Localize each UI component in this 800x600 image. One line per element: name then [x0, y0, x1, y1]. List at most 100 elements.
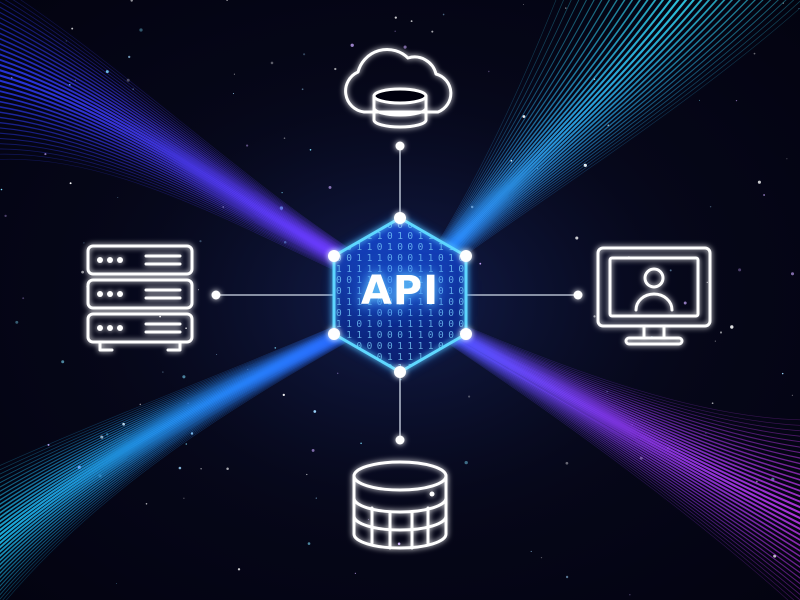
binary-digit: 1: [377, 264, 383, 275]
binary-digit: 0: [407, 242, 413, 253]
binary-digit: 1: [438, 242, 444, 253]
star: [593, 315, 596, 318]
binary-digit: 0: [448, 275, 454, 286]
star: [139, 403, 142, 406]
star: [699, 99, 700, 101]
binary-digit: 0: [387, 297, 393, 308]
star: [159, 315, 161, 318]
star: [185, 327, 187, 330]
binary-digit: 1: [346, 330, 352, 341]
binary-digit: 1: [418, 253, 424, 264]
binary-digit: 1: [387, 352, 393, 363]
binary-digit: 0: [438, 275, 444, 286]
light-strand: [0, 313, 396, 596]
binary-digit: 0: [438, 253, 444, 264]
binary-digit: 1: [346, 319, 352, 330]
star: [397, 542, 401, 546]
binary-digit: 1: [346, 286, 352, 297]
binary-digit: 0: [336, 286, 342, 297]
binary-digit: 1: [428, 286, 434, 297]
binary-digit: 1: [418, 308, 424, 319]
binary-digit: 1: [356, 308, 362, 319]
binary-digit: 0: [458, 264, 464, 275]
binary-digit: 1: [397, 319, 403, 330]
star: [128, 55, 131, 59]
connector-lines: [216, 146, 578, 440]
binary-digit: 1: [448, 286, 454, 297]
star: [0, 188, 3, 191]
binary-digit: 0: [387, 220, 393, 231]
star: [216, 354, 218, 355]
binary-digit: 0: [428, 330, 434, 341]
endpoint-top: [395, 141, 405, 151]
binary-digit: 1: [346, 308, 352, 319]
binary-digit: 1: [397, 352, 403, 363]
star: [468, 395, 471, 398]
binary-digit: 1: [428, 308, 434, 319]
light-strand: [404, 313, 800, 596]
binary-digit: 0: [346, 275, 352, 286]
binary-digit: 1: [367, 275, 373, 286]
light-strand: [404, 311, 800, 579]
binary-digit: 0: [387, 330, 393, 341]
light-strand: [0, 313, 396, 600]
binary-digit: 0: [377, 297, 383, 308]
star: [629, 594, 631, 596]
binary-digit: 1: [448, 264, 454, 275]
api-label: API: [360, 268, 440, 314]
light-strand: [12, 0, 401, 281]
binary-digit: 1: [367, 264, 373, 275]
star: [226, 0, 229, 1]
binary-digit: 1: [448, 253, 454, 264]
star: [313, 410, 317, 413]
star: [306, 473, 308, 476]
binary-digit: 0: [448, 297, 454, 308]
star: [400, 379, 402, 381]
binary-digit: 0: [377, 319, 383, 330]
binary-digit: 0: [397, 264, 403, 275]
light-strand: [404, 314, 795, 600]
binary-digit: 1: [356, 264, 362, 275]
star: [281, 191, 283, 194]
binary-digit: 0: [356, 341, 362, 352]
star: [301, 88, 304, 91]
binary-digit: 0: [438, 319, 444, 330]
binary-digit: 0: [356, 319, 362, 330]
binary-digit: 1: [407, 308, 413, 319]
star: [360, 442, 362, 445]
binary-digit: 1: [407, 352, 413, 363]
star: [226, 467, 229, 471]
binary-digit: 1: [428, 253, 434, 264]
binary-digit: 0: [377, 330, 383, 341]
star: [61, 360, 65, 364]
binary-digit: 0: [397, 242, 403, 253]
star: [270, 61, 274, 65]
binary-digit: 0: [458, 308, 464, 319]
binary-digit: 0: [387, 275, 393, 286]
star: [755, 480, 758, 483]
star: [303, 53, 306, 56]
binary-digit: 1: [367, 319, 373, 330]
star: [334, 67, 337, 71]
star: [735, 99, 738, 102]
binary-digit: 1: [356, 242, 362, 253]
binary-digit: 1: [418, 231, 424, 242]
binary-digit: 0: [387, 253, 393, 264]
star: [69, 182, 72, 185]
binary-digit: 1: [336, 319, 342, 330]
binary-digit: 0: [458, 286, 464, 297]
binary-digit: 1: [418, 297, 424, 308]
star: [336, 372, 339, 375]
hub-vertices: [328, 212, 472, 378]
star: [15, 320, 19, 324]
light-strand: [0, 6, 401, 283]
binary-digit: 0: [336, 308, 342, 319]
star: [683, 301, 687, 305]
star: [565, 7, 567, 9]
star: [669, 269, 672, 272]
star: [479, 262, 482, 265]
endpoint-bottom: [395, 435, 405, 445]
star: [197, 289, 199, 291]
binary-digit: 1: [407, 330, 413, 341]
